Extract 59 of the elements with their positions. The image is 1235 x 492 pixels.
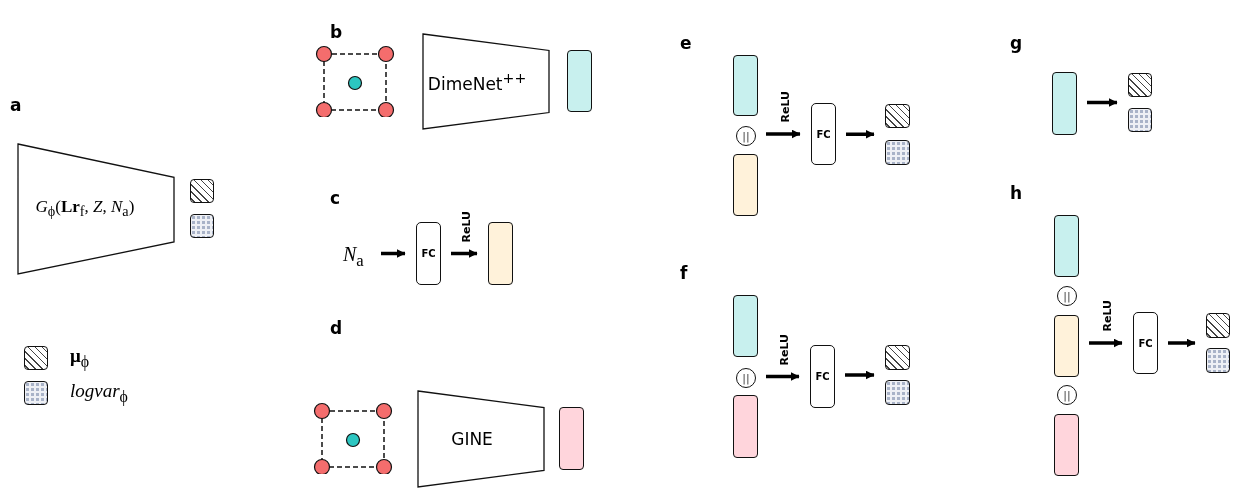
panel-letter: b (330, 22, 343, 42)
edge-label: ReLU (779, 333, 790, 365)
panel-letter: d (330, 318, 343, 338)
feature-bar (733, 295, 758, 357)
legend-text: μ$_{ϕ}$ (70, 345, 90, 371)
concat-circle: || (1057, 286, 1077, 306)
block-label: DimeNet$^{++}$ (427, 69, 527, 94)
legend-text: logvar$_{ϕ}$ (70, 380, 128, 406)
concat-circle: || (736, 368, 756, 388)
input-symbol: N$_{a}$ (343, 243, 379, 269)
layer-box: FC (810, 345, 835, 408)
edge-label: ReLU (460, 210, 472, 242)
feature-bar (733, 395, 758, 458)
panel-letter: h (1010, 183, 1023, 203)
panel-letter: f (680, 263, 688, 283)
edge-label: ReLU (1102, 300, 1113, 332)
concat-circle: || (1057, 385, 1077, 405)
dotted-square (885, 140, 910, 165)
block-label: GINE (451, 429, 493, 449)
feature-bar (733, 154, 758, 216)
feature-bar (567, 50, 592, 112)
feature-bar (488, 222, 513, 285)
dotted-square (190, 214, 214, 238)
hatched-square (885, 104, 910, 128)
arrow (1087, 98, 1118, 107)
concat-circle: || (736, 126, 756, 146)
arrow (451, 249, 478, 258)
block-label: G$_{ϕ}$(Lr$_{f}$, Z, N$_{a}$) (35, 197, 135, 221)
arrow (766, 129, 801, 139)
arrow (766, 372, 800, 381)
hatched-square (1128, 73, 1152, 97)
panel-letter: e (680, 33, 692, 53)
arrow (381, 249, 406, 258)
layer-box: FC (416, 222, 441, 285)
dotted-square (885, 380, 910, 405)
hatched-square (1206, 313, 1230, 338)
edge-label: ReLU (779, 91, 791, 123)
feature-bar (1054, 315, 1079, 377)
panel-letter: g (1010, 33, 1023, 53)
encoder-trapezoid (17, 143, 175, 275)
feature-bar (1054, 215, 1079, 277)
panel-letter: a (10, 95, 22, 115)
feature-bar (1052, 72, 1077, 135)
feature-bar (1054, 414, 1079, 476)
panel-letter: c (330, 188, 341, 208)
arrow (845, 370, 875, 380)
feature-bar (733, 55, 758, 116)
dotted-square (1128, 108, 1152, 132)
arrow (846, 129, 875, 139)
encoder-trapezoid (422, 33, 550, 130)
arrow (1168, 338, 1196, 348)
hatched-square (885, 345, 910, 370)
layer-box: FC (811, 103, 836, 165)
hatched-square (190, 179, 214, 203)
feature-bar (559, 407, 584, 470)
layer-box: FC (1133, 312, 1158, 374)
arrow (1089, 338, 1123, 348)
encoder-trapezoid (417, 390, 545, 488)
dotted-square (1206, 348, 1230, 373)
